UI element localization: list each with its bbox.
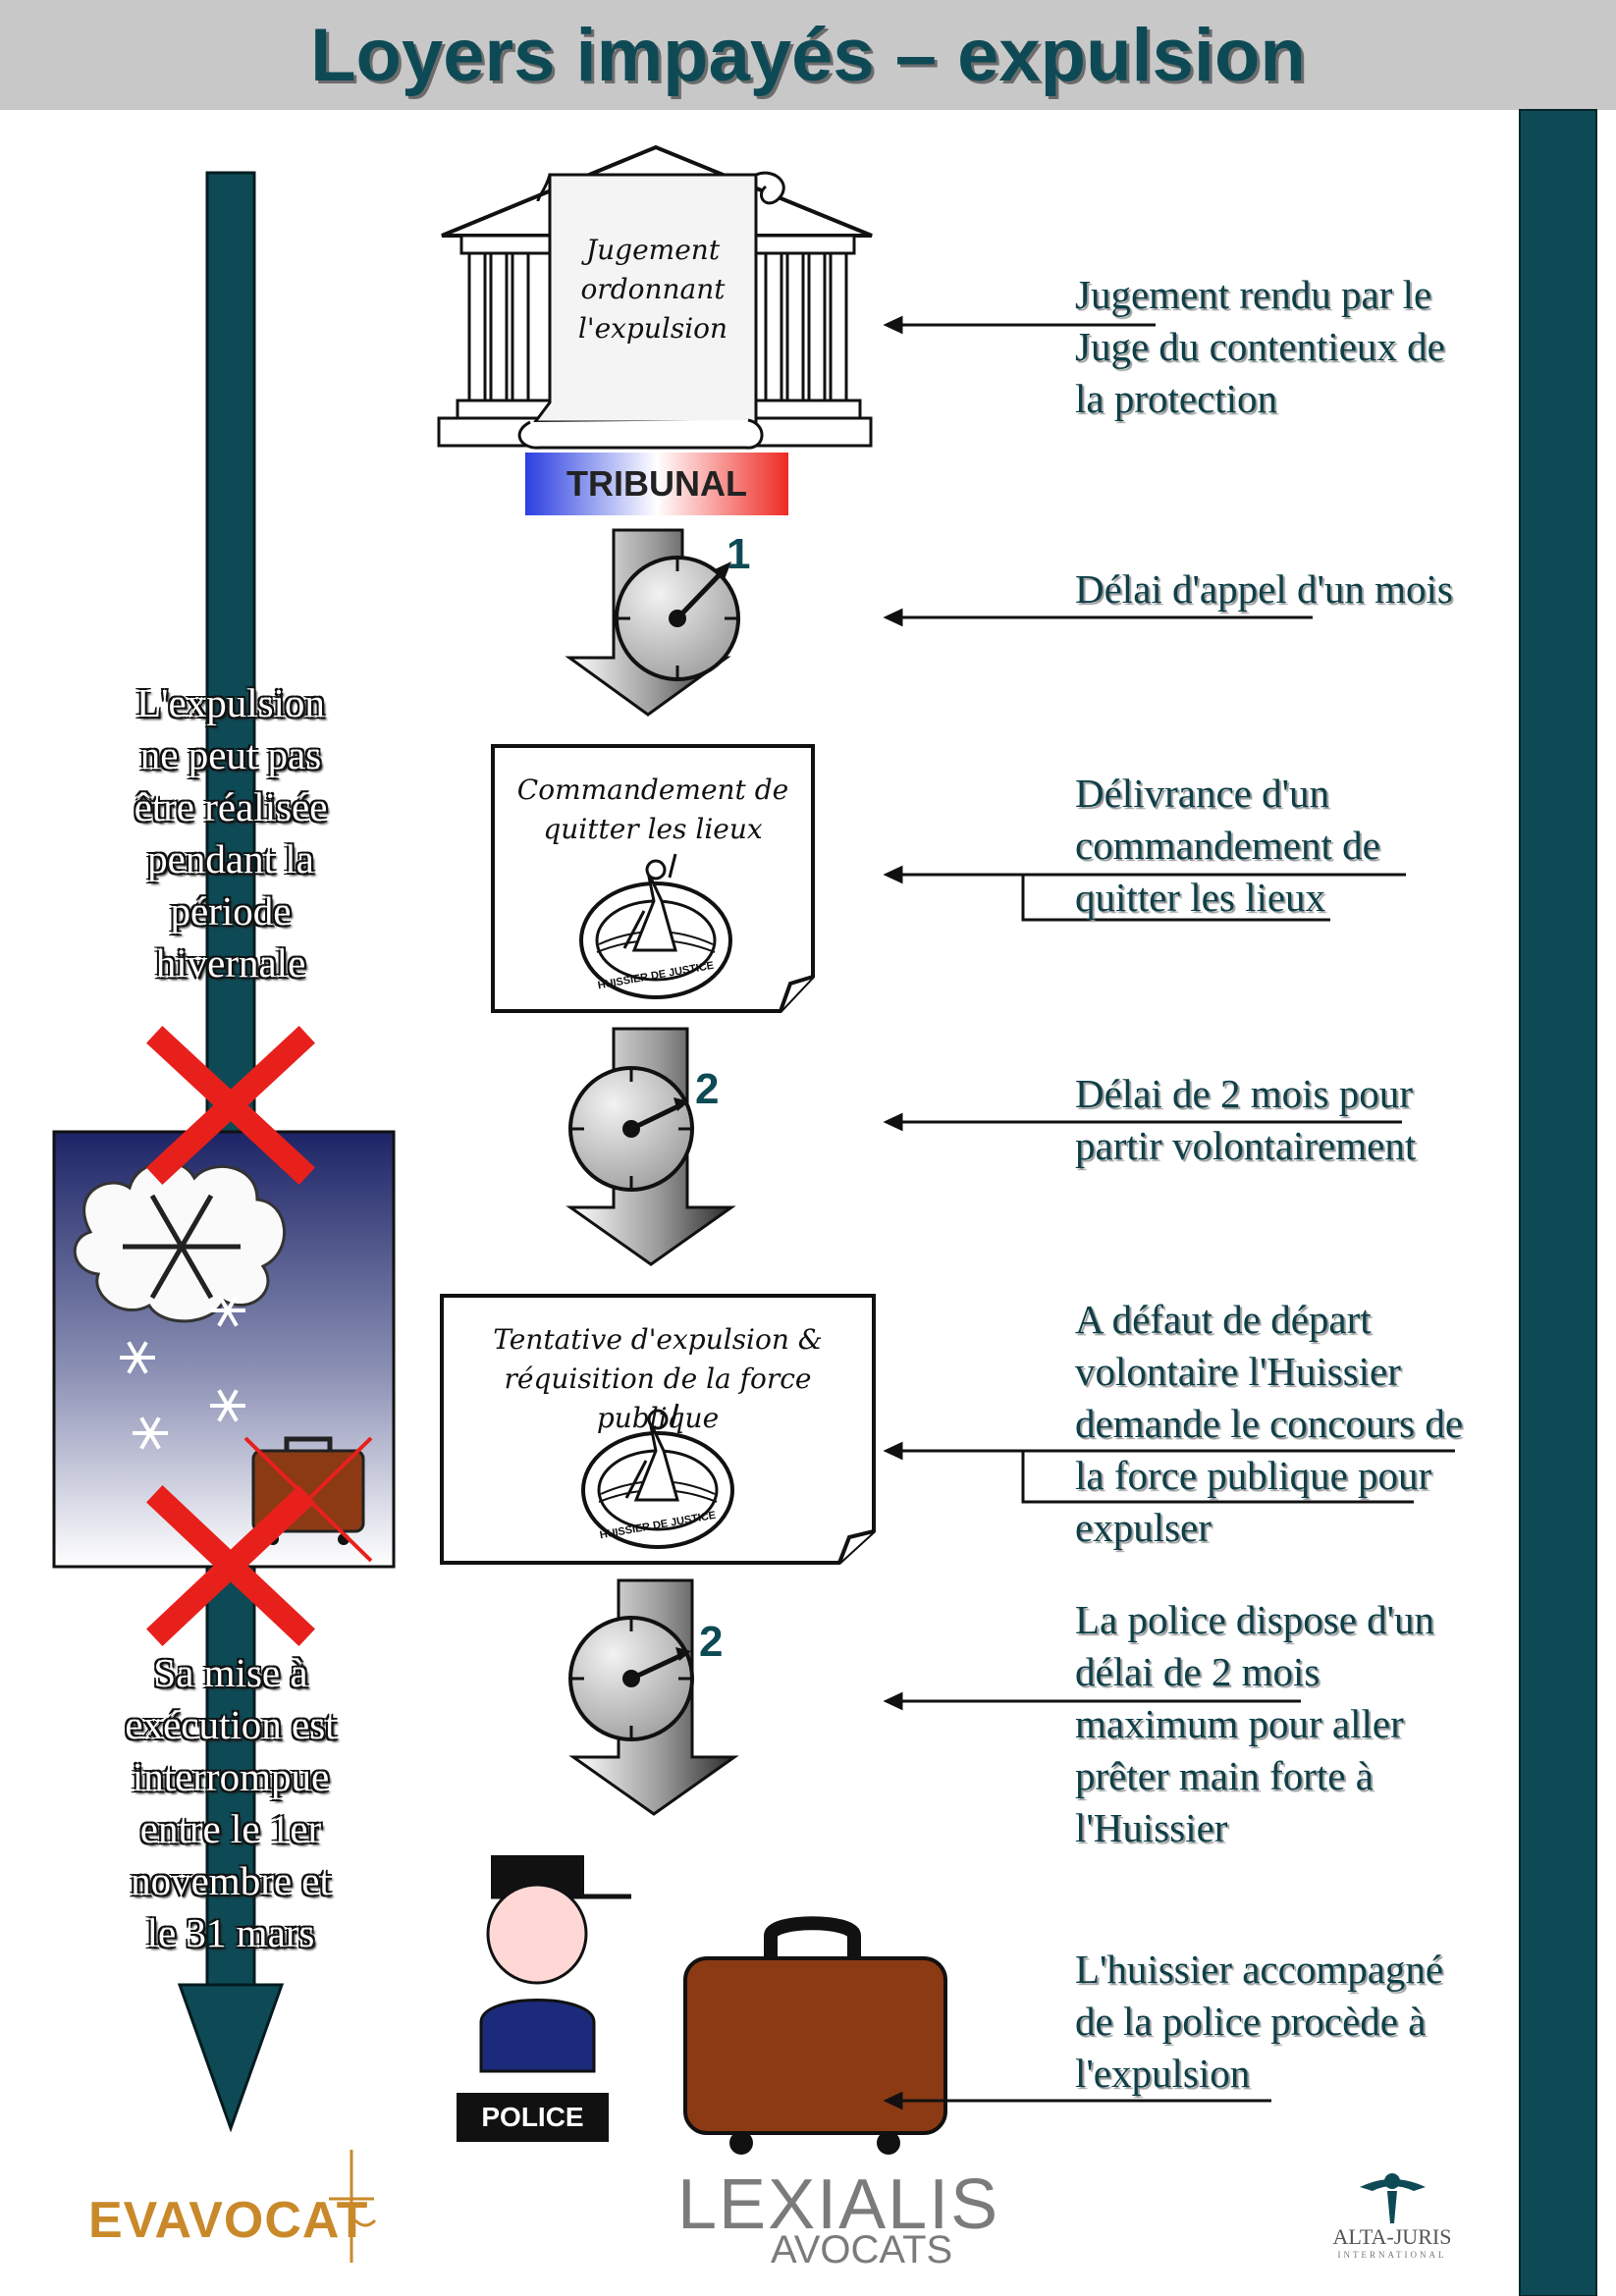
delay-number: 2 [695, 1065, 720, 1113]
clock-icon [568, 1066, 694, 1192]
evavocat-logo: EVAVOCAT [88, 2192, 369, 2249]
clock-icon [568, 1616, 694, 1741]
step-line: volontaire l'Huissier [1075, 1349, 1401, 1394]
winter-line: ne peut pas [139, 732, 322, 777]
step-text-police-delay: La police dispose d'un délai de 2 mois m… [1075, 1594, 1434, 1854]
winter-text-bottom: Sa mise à exécution est interrompue entr… [93, 1647, 368, 1959]
step-line: quitter les lieux [1075, 875, 1326, 920]
lexialis-logo: LEXIALIS [677, 2165, 1000, 2244]
scales-icon [329, 2150, 377, 2263]
winter-line: exécution est [125, 1702, 337, 1747]
step-line: Délivrance d'un [1075, 771, 1329, 816]
police-label: POLICE [481, 2102, 584, 2132]
winter-line: Sa mise à [153, 1650, 308, 1695]
step-line: l'expulsion [1075, 2051, 1251, 2096]
step-line: demande le concours de [1075, 1401, 1464, 1446]
step-line: expulser [1075, 1505, 1212, 1550]
step-line: A défaut de départ [1075, 1297, 1372, 1342]
document-title-tentative: Tentative d'expulsion & réquisition de l… [447, 1320, 869, 1438]
winter-line: être réalisée [134, 784, 328, 829]
step-text-public-force: A défaut de départ volontaire l'Huissier… [1075, 1294, 1463, 1554]
step-text-judgment: Jugement rendu par le Juge du contentieu… [1075, 269, 1445, 425]
tribunal-label: TRIBUNAL [566, 463, 747, 504]
document-line: Commandement de [516, 774, 789, 806]
clock-icon [615, 556, 740, 681]
step-line: délai de 2 mois [1075, 1649, 1320, 1694]
winter-text-top: L'expulsion ne peut pas être réalisée pe… [93, 677, 368, 989]
step-line: Jugement rendu par le [1075, 272, 1432, 317]
scroll-icon [517, 171, 785, 450]
winter-line: pendant la [147, 836, 314, 881]
document-line: réquisition de la force publique [504, 1362, 812, 1434]
step-line: Délai d'appel d'un mois [1075, 566, 1453, 612]
altajuris-logo: ALTA-JURIS [1332, 2224, 1452, 2249]
page-title: Loyers impayés – expulsion [310, 13, 1306, 97]
winter-line: novembre et [131, 1858, 331, 1903]
winter-line: période [170, 888, 292, 934]
step-line: Juge du contentieux de [1075, 324, 1445, 369]
winter-line: interrompue [132, 1754, 330, 1799]
document-line: Tentative d'expulsion & [493, 1323, 823, 1356]
step-line: de la police procède à [1075, 1999, 1427, 2044]
lexialis-subtitle: AVOCATS [771, 2228, 953, 2271]
document-line: quitter les lieux [543, 813, 763, 845]
document-icon [440, 1294, 876, 1565]
step-text-voluntary-delay: Délai de 2 mois pour partir volontaireme… [1075, 1068, 1416, 1172]
scroll-line: l'expulsion [577, 312, 728, 345]
document-icon [491, 744, 815, 1013]
step-line: commandement de [1075, 823, 1380, 868]
cross-icon [146, 1026, 315, 1185]
winter-line: L'expulsion [136, 680, 325, 725]
step-line: la protection [1075, 376, 1278, 421]
step-line: La police dispose d'un [1075, 1597, 1435, 1642]
cloud-icon [73, 1160, 287, 1323]
pointer-arrows [883, 315, 1455, 2110]
winter-panel [52, 1130, 396, 1569]
tribunal-badge [525, 453, 788, 515]
document-title-commandement: Commandement de quitter les lieux [501, 771, 805, 849]
step-line: partir volontairement [1075, 1123, 1417, 1168]
altajuris-subtitle: INTERNATIONAL [1337, 2250, 1447, 2260]
cross-icon [146, 1485, 315, 1646]
winter-line: hivernale [155, 940, 306, 986]
delay-number: 1 [727, 530, 751, 578]
step-line: la force publique pour [1075, 1453, 1432, 1498]
scroll-line: Jugement [585, 234, 721, 266]
step-line: prêter main forte à [1075, 1753, 1374, 1798]
step-line: Délai de 2 mois pour [1075, 1071, 1413, 1116]
winter-line: entre le 1er [139, 1806, 322, 1851]
winter-line: le 31 mars [146, 1910, 315, 1955]
step-line: l'Huissier [1075, 1805, 1228, 1850]
step-line: maximum pour aller [1075, 1701, 1404, 1746]
step-text-appeal-delay: Délai d'appel d'un mois [1075, 563, 1453, 615]
step-text-commandement: Délivrance d'un commandement de quitter … [1075, 768, 1380, 924]
policeman-icon [457, 1855, 631, 2142]
delay-number: 2 [699, 1618, 724, 1666]
step-text-eviction: L'huissier accompagné de la police procè… [1075, 1944, 1443, 2100]
scroll-line: ordonnant [580, 273, 726, 305]
altajuris-logo-icon [1360, 2173, 1426, 2223]
judgment-scroll-text: Jugement ordonnant l'expulsion [550, 231, 756, 348]
suitcase-icon [683, 1916, 947, 2155]
step-line: L'huissier accompagné [1075, 1947, 1444, 1992]
header-bar [0, 0, 1616, 110]
right-sidebar-band [1519, 109, 1597, 2296]
